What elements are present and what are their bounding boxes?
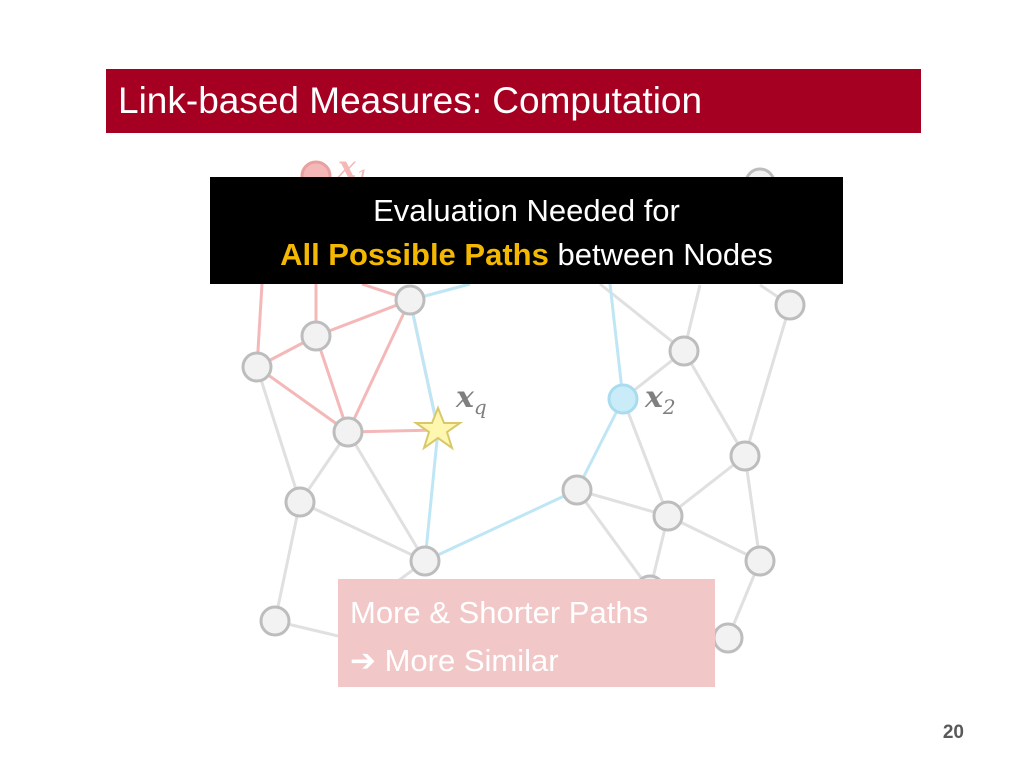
graph-edge bbox=[255, 366, 302, 503]
callout-bottom-line1: More & Shorter Paths bbox=[350, 595, 649, 630]
callout-highlight: All Possible Paths bbox=[280, 237, 549, 272]
path-edge-blue bbox=[408, 299, 440, 431]
node-x2 bbox=[607, 383, 639, 415]
graph-edge bbox=[346, 431, 427, 562]
callout-similarity: More & Shorter Paths ➔ More Similar bbox=[338, 579, 715, 687]
label-x2: x2 bbox=[645, 380, 676, 419]
graph-node bbox=[712, 622, 744, 654]
graph-node bbox=[284, 486, 316, 518]
graph-edge bbox=[599, 282, 685, 353]
arrow-right-icon: ➔ bbox=[350, 643, 376, 678]
graph-node bbox=[300, 320, 332, 352]
graph-node bbox=[394, 284, 426, 316]
callout-rest: between Nodes bbox=[557, 237, 773, 272]
page-number: 20 bbox=[942, 722, 964, 743]
path-edge-red bbox=[256, 365, 349, 434]
graph-edge bbox=[575, 489, 652, 591]
graph-node bbox=[668, 335, 700, 367]
graph-node bbox=[744, 545, 776, 577]
graph-edge bbox=[273, 501, 302, 622]
graph-edge bbox=[743, 455, 762, 562]
path-edge-red bbox=[315, 298, 411, 338]
slide-title: Link-based Measures: Computation bbox=[118, 80, 703, 121]
graph-node bbox=[561, 474, 593, 506]
query-star-icon bbox=[412, 405, 464, 451]
path-edge-blue bbox=[424, 488, 578, 563]
callout-line1: Evaluation Needed for bbox=[373, 193, 680, 228]
graph-node bbox=[259, 605, 291, 637]
path-edge-blue bbox=[608, 283, 625, 400]
graph-edge bbox=[299, 500, 426, 563]
graph-edge bbox=[667, 514, 761, 563]
slide-title-bar: Link-based Measures: Computation bbox=[106, 69, 921, 133]
callout-bottom-line2: ➔ More Similar bbox=[350, 637, 715, 685]
graph-node bbox=[774, 289, 806, 321]
graph-node bbox=[332, 416, 364, 448]
graph-edge bbox=[743, 304, 792, 457]
label-xq: xq bbox=[456, 380, 487, 419]
callout-evaluation: Evaluation Needed for All Possible Paths… bbox=[210, 177, 843, 284]
path-edge-red bbox=[346, 299, 412, 433]
graph-node bbox=[241, 351, 273, 383]
callout-bottom-text: More Similar bbox=[384, 643, 559, 678]
path-edge-blue bbox=[423, 429, 440, 562]
graph-node bbox=[652, 500, 684, 532]
graph-edge bbox=[576, 488, 669, 518]
graph-node bbox=[409, 545, 441, 577]
path-edge-blue bbox=[575, 398, 625, 491]
graph-edge bbox=[621, 398, 670, 517]
callout-line2: All Possible Paths between Nodes bbox=[210, 233, 843, 277]
graph-edge bbox=[667, 454, 746, 518]
graph-node bbox=[729, 440, 761, 472]
path-edge-red bbox=[314, 335, 350, 433]
graph-edge bbox=[682, 350, 747, 457]
